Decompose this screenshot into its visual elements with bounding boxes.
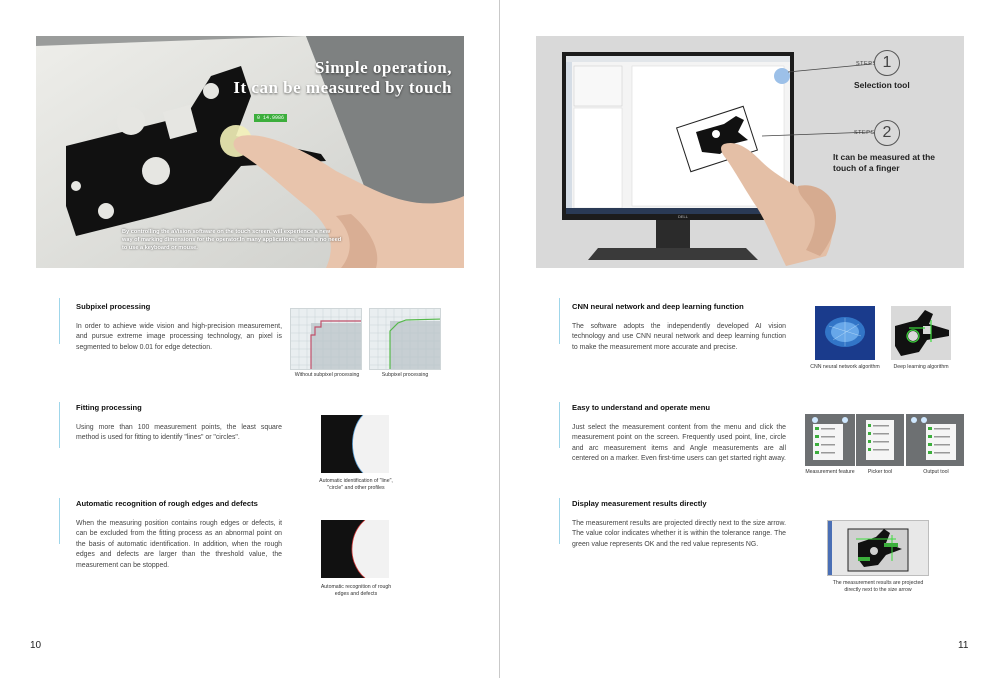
section-body-fitting: Using more than 100 measurement points, … [76, 424, 282, 442]
section-title-subpixel: Subpixel processing [76, 302, 151, 311]
step2-label-line2: touch of a finger [833, 163, 900, 173]
section-body-subpixel: In order to achieve wide vision and high… [76, 323, 282, 351]
monitor-illustration: DELL [562, 52, 873, 266]
section-title-rough-edges: Automatic recognition of rough edges and… [76, 499, 258, 508]
menu-screenshot [812, 417, 848, 460]
section-accent-bar [559, 402, 560, 448]
section-accent-bar [59, 298, 60, 344]
step1-label: Selection tool [854, 80, 910, 90]
page-spine [499, 0, 500, 678]
figure-cnn [815, 306, 875, 360]
caption-picker-tool: Picker tool [867, 469, 893, 475]
figure-without-subpixel [290, 308, 362, 370]
circle-profile-image [352, 415, 389, 473]
section-body-rough-edges: When the measuring position contains rou… [76, 520, 282, 569]
brain-network-image [815, 306, 875, 360]
pixel-grid-chart [291, 309, 361, 369]
figure-fitting [321, 415, 389, 473]
figure-deep-learning [891, 306, 951, 360]
section-title-results: Display measurement results directly [572, 499, 707, 508]
figure-picker-tool [856, 414, 904, 466]
step2-label-line1: It can be measured at the [833, 152, 936, 162]
caption-subpixel: Subpixel processing [381, 372, 429, 378]
page-number: 11 [958, 640, 969, 651]
right-page: DELL STEPS 1 Selection tool STEPS 2 It c… [500, 0, 999, 678]
caption-results-line1: The measurement results are projected [832, 580, 924, 586]
figure-output-tool [906, 414, 964, 466]
step2-word: STEPS [854, 130, 875, 136]
section-body-cnn: The software adopts the independently de… [572, 323, 786, 351]
step2-circle: 2 [874, 120, 900, 146]
caption-output-tool: Output tool [923, 469, 949, 475]
touch-screen-illustration [36, 36, 464, 268]
caption-cnn: CNN neural network algorithm [810, 364, 880, 370]
caption-fitting: Automatic identification of "line", "cir… [316, 478, 396, 492]
hero-title-line2: It can be measured by touch [233, 78, 452, 97]
monitor-brand: DELL [678, 214, 689, 219]
section-accent-bar [559, 298, 560, 344]
figure-measurement-feature [805, 414, 855, 466]
section-accent-bar [59, 498, 60, 544]
hero-caption: By controlling the aVision software on t… [122, 229, 342, 251]
step1-word: STEPS [856, 61, 877, 67]
step1-circle: 1 [874, 50, 900, 76]
hero-title-line1: Simple operation, [315, 58, 452, 77]
caption-rough-line2: edges and defects [334, 591, 378, 597]
hero-monitor-photo: DELL STEPS 1 Selection tool STEPS 2 It c… [536, 36, 964, 268]
caption-fitting-line1: Automatic identification of "line", [319, 478, 393, 484]
caption-results-line2: directly next to the size arrow [844, 587, 912, 593]
hero-title: Simple operation, It can be measured by … [233, 58, 452, 98]
section-title-fitting: Fitting processing [76, 403, 142, 412]
caption-measurement-feature: Measurement feature [805, 469, 855, 475]
menu-screenshot [911, 417, 956, 460]
pixel-grid-chart [370, 309, 440, 369]
deep-learning-image [891, 306, 951, 360]
caption-fitting-line2: "circle" and other profiles [327, 485, 385, 491]
section-accent-bar [559, 498, 560, 544]
results-screenshot [828, 521, 928, 575]
section-title-cnn: CNN neural network and deep learning fun… [572, 302, 744, 311]
page-number: 10 [30, 640, 42, 651]
measurement-readout: 0 14.9986 [254, 114, 288, 122]
figure-results [827, 520, 929, 576]
section-body-results: The measurement results are projected di… [572, 520, 786, 548]
section-accent-bar [59, 402, 60, 448]
caption-results: The measurement results are projected di… [822, 580, 934, 594]
figure-subpixel [369, 308, 441, 370]
hero-touch-photo: Simple operation, It can be measured by … [36, 36, 464, 268]
caption-without-subpixel: Without subpixel processing [294, 372, 360, 378]
caption-deep-learning: Deep learning algorithm [893, 364, 949, 370]
rough-edge-image [351, 520, 389, 578]
section-title-menu: Easy to understand and operate menu [572, 403, 710, 412]
caption-rough-line1: Automatic recognition of rough [320, 584, 392, 590]
step2-label: It can be measured at the touch of a fin… [833, 152, 961, 174]
caption-rough-edges: Automatic recognition of rough edges and… [316, 584, 396, 598]
section-body-menu: Just select the measurement content from… [572, 424, 786, 463]
left-page: Simple operation, It can be measured by … [0, 0, 499, 678]
menu-screenshot [866, 420, 894, 460]
figure-rough-edges [321, 520, 389, 578]
